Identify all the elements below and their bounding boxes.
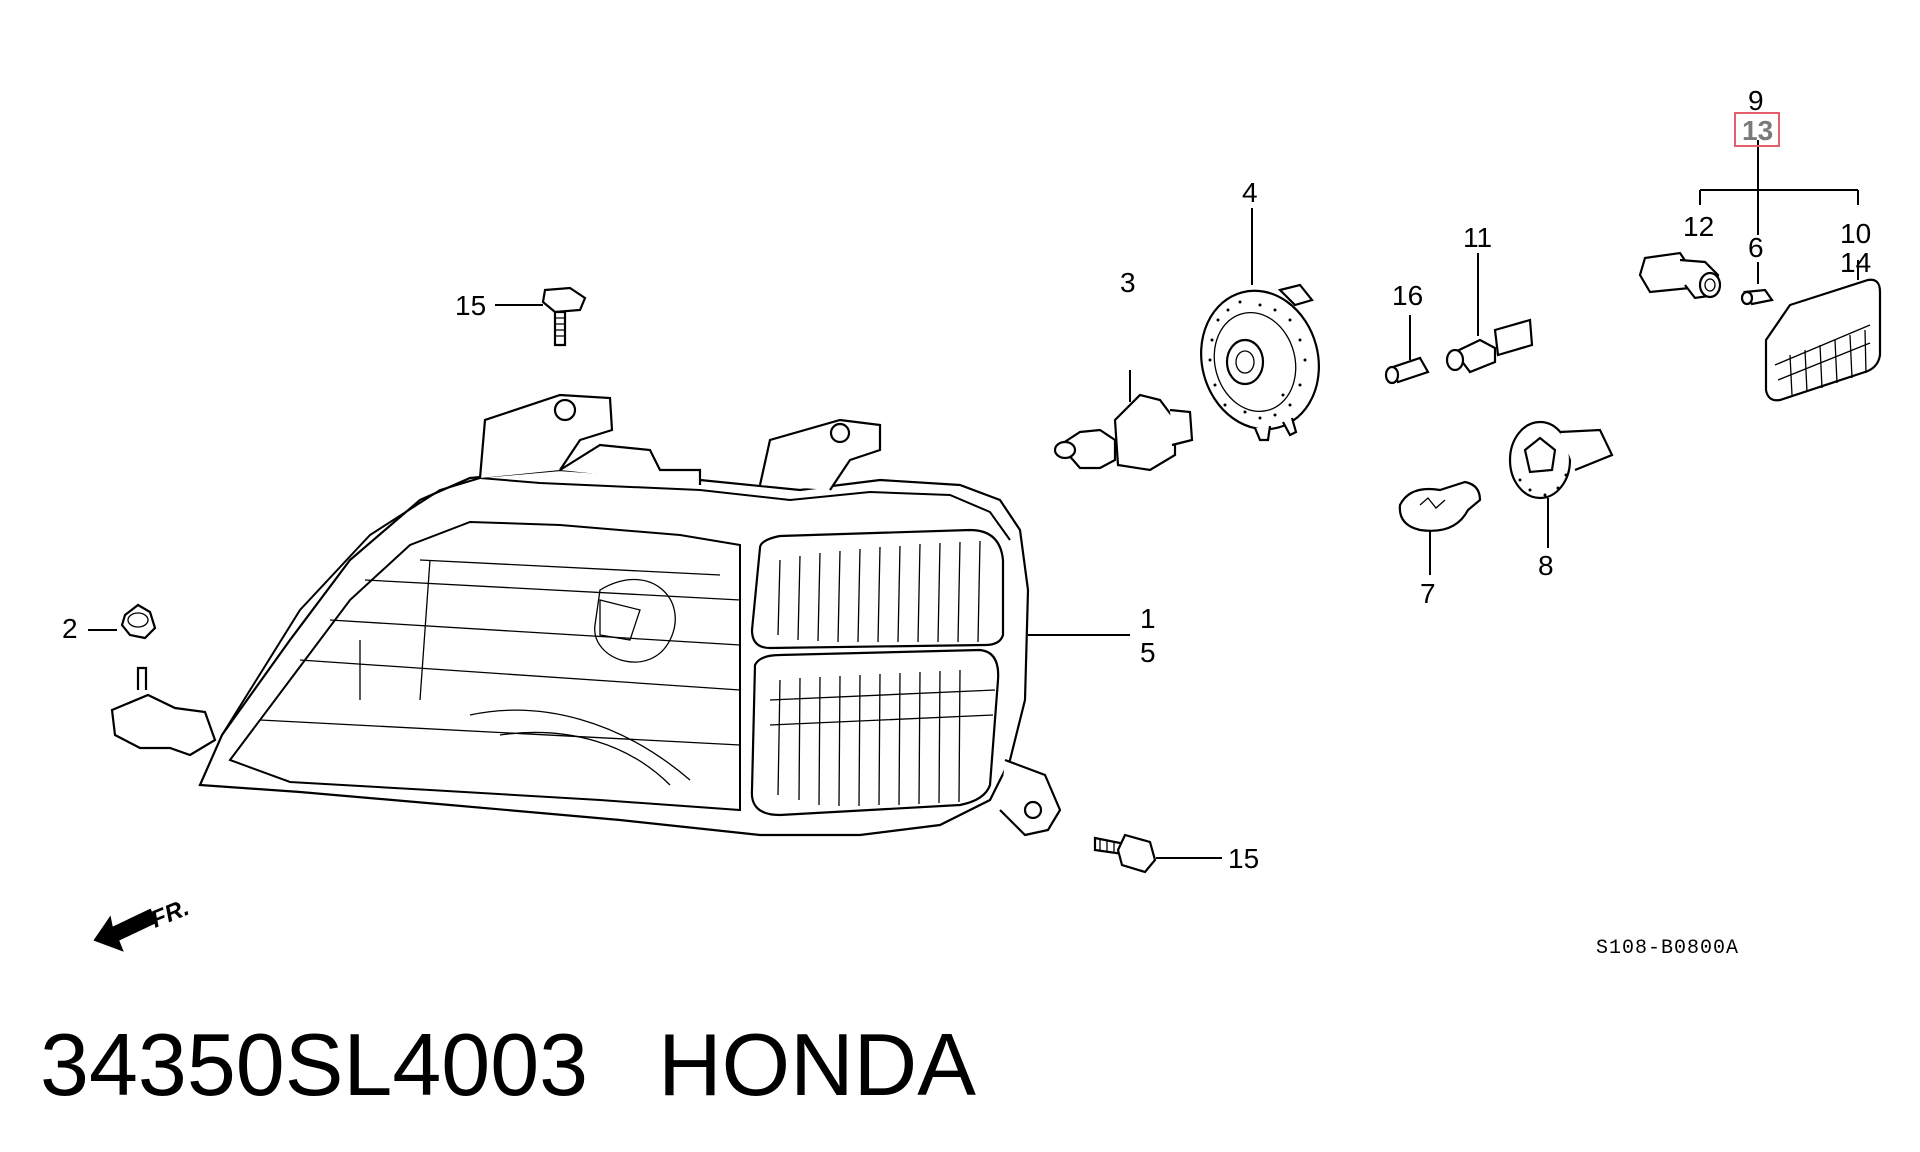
footer-title: 34350SL4003 HONDA	[40, 1015, 1046, 1115]
front-marker-label: FR.	[147, 894, 193, 934]
callout-15-lower[interactable]: 15	[1228, 843, 1259, 874]
callout-16[interactable]: 16	[1392, 280, 1423, 311]
callout-12[interactable]: 12	[1683, 211, 1714, 242]
callout-9[interactable]: 9	[1748, 85, 1764, 116]
callout-4[interactable]: 4	[1242, 177, 1258, 208]
callout-8[interactable]: 8	[1538, 550, 1554, 581]
callout-13-highlight-box	[1734, 112, 1780, 147]
callout-3[interactable]: 3	[1120, 267, 1136, 298]
part-number: 34350SL4003	[40, 1015, 589, 1114]
marker-socket-12[interactable]	[1638, 251, 1722, 300]
callout-2[interactable]: 2	[62, 613, 78, 644]
wedge-bulb-16[interactable]	[1384, 315, 1430, 385]
bulb-socket-8[interactable]	[1508, 420, 1614, 548]
callout-15-upper[interactable]: 15	[455, 290, 486, 321]
brand-name: HONDA	[658, 1015, 976, 1114]
socket-ring[interactable]	[1186, 208, 1334, 443]
bolt-upper[interactable]	[495, 286, 587, 347]
callout-7[interactable]: 7	[1420, 578, 1436, 609]
headlight-assembly[interactable]	[110, 393, 1062, 837]
callout-11[interactable]: 11	[1463, 222, 1492, 253]
side-marker-bracket	[1699, 140, 1859, 235]
callout-1[interactable]: 1	[1140, 603, 1156, 634]
callout-6[interactable]: 6	[1748, 232, 1764, 263]
drawing-code: S108-B0800A	[1596, 937, 1739, 960]
bolt-lower[interactable]	[1093, 833, 1222, 874]
callout-10[interactable]: 10	[1840, 218, 1871, 249]
hex-nut[interactable]	[88, 603, 157, 640]
callout-14[interactable]: 14	[1840, 247, 1871, 278]
tail-bulb[interactable]	[1398, 480, 1482, 575]
callout-5[interactable]: 5	[1140, 637, 1156, 668]
side-marker-lens[interactable]	[1764, 260, 1882, 402]
bulb-socket-11[interactable]	[1445, 253, 1534, 374]
halogen-bulb[interactable]	[1053, 370, 1194, 472]
front-arrow-icon: FR.	[93, 894, 193, 952]
wedge-bulb-6[interactable]	[1740, 262, 1774, 306]
callout-13[interactable]: 13	[1742, 115, 1773, 146]
